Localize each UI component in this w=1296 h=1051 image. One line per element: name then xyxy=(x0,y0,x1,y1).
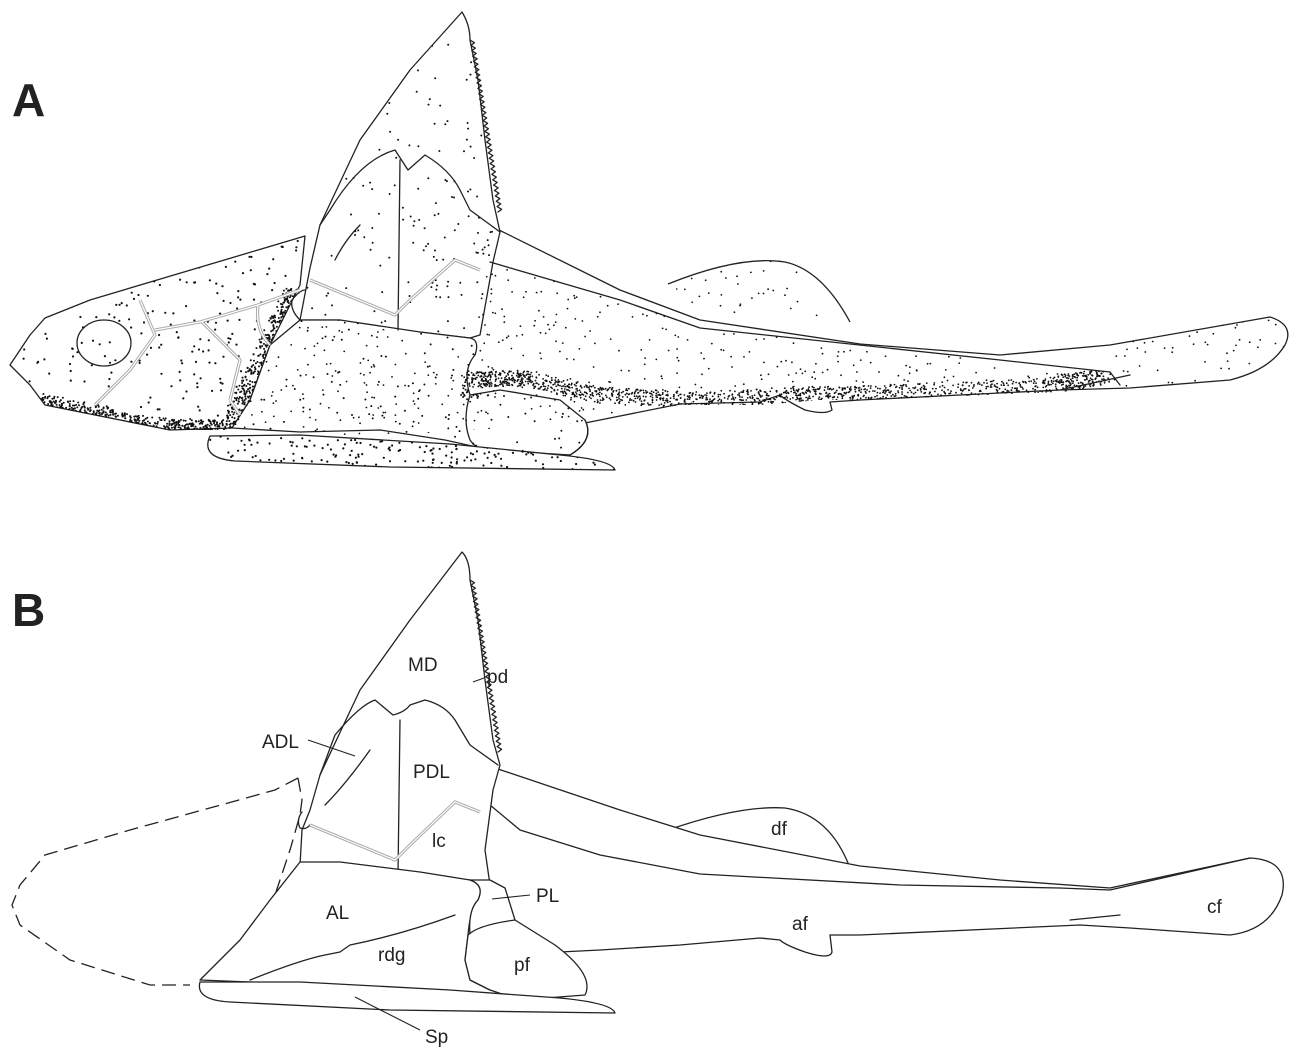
anterior-lateral-plate-b xyxy=(200,862,515,995)
panel-b-letter: B xyxy=(12,584,45,636)
label-pl: PL xyxy=(536,886,559,907)
label-al: AL xyxy=(326,903,349,924)
label-adl: ADL xyxy=(262,732,299,753)
label-cf: cf xyxy=(1207,897,1223,918)
eye-a xyxy=(77,320,131,366)
panel-b: B xyxy=(12,552,1283,1048)
label-af: af xyxy=(792,914,809,935)
label-pd: pd xyxy=(487,667,508,688)
panel-a-letter: A xyxy=(12,74,45,126)
panel-a: A xyxy=(9,11,1294,473)
trunk-b xyxy=(495,768,1283,956)
fish-a-fills xyxy=(10,12,1288,470)
label-lc: lc xyxy=(432,831,446,852)
label-md: MD xyxy=(408,655,438,676)
label-df: df xyxy=(771,819,788,840)
label-sp: Sp xyxy=(425,1027,448,1048)
label-pdl: PDL xyxy=(413,762,450,783)
trunk-a xyxy=(470,228,1288,430)
median-dorsal-plate-b xyxy=(300,552,500,885)
label-pf: pf xyxy=(514,955,531,976)
dorsal-fin-a xyxy=(668,261,850,322)
label-rdg: rdg xyxy=(378,945,405,966)
